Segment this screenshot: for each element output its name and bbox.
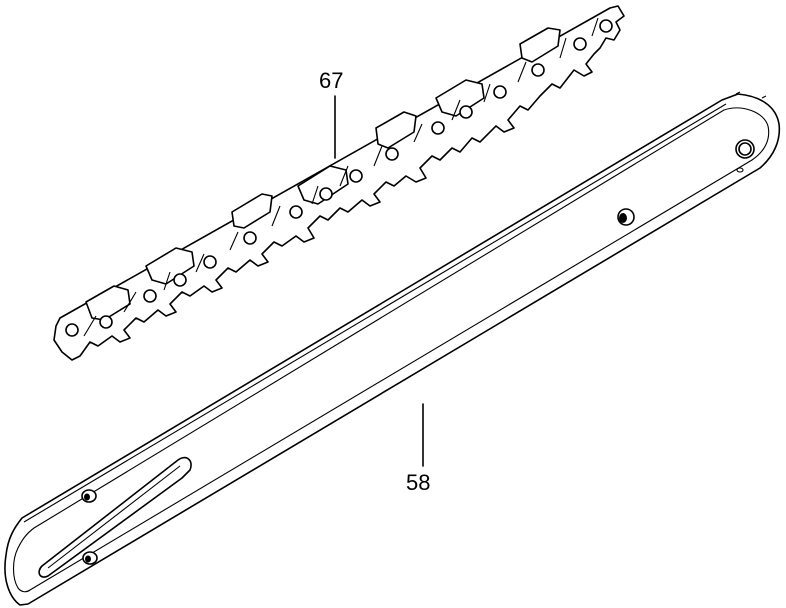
guide-bar-top-edge (23, 103, 727, 523)
guide-bar-outline (4, 93, 781, 606)
guide-bar-slot-inner (47, 465, 181, 569)
cutter-link-1 (85, 285, 131, 321)
cutter-link-6 (435, 79, 485, 117)
saw-chain-link-lines (83, 17, 599, 337)
guide-bar-rail-groove (12, 107, 770, 593)
guide-bar-hole-nose (735, 139, 755, 173)
guide-bar-hole-middle (617, 208, 635, 226)
cutter-link-7 (519, 27, 561, 63)
cutter-link-4 (297, 165, 349, 205)
guide-bar-hole-lower-rear (82, 551, 98, 565)
guide-bar-hole-upper-rear (81, 489, 97, 503)
part-number-label: 67 (319, 68, 344, 93)
part-number-label: 58 (406, 470, 431, 495)
saw-chain-cutters (85, 27, 561, 321)
saw-chain-rivets (65, 19, 613, 337)
cutter-link-3 (231, 193, 273, 229)
saw-chain (53, 5, 625, 361)
cutter-link-2 (145, 247, 195, 285)
cutter-link-5 (375, 111, 417, 149)
guide-bar (4, 91, 781, 606)
guide-bar-nose (735, 91, 767, 99)
